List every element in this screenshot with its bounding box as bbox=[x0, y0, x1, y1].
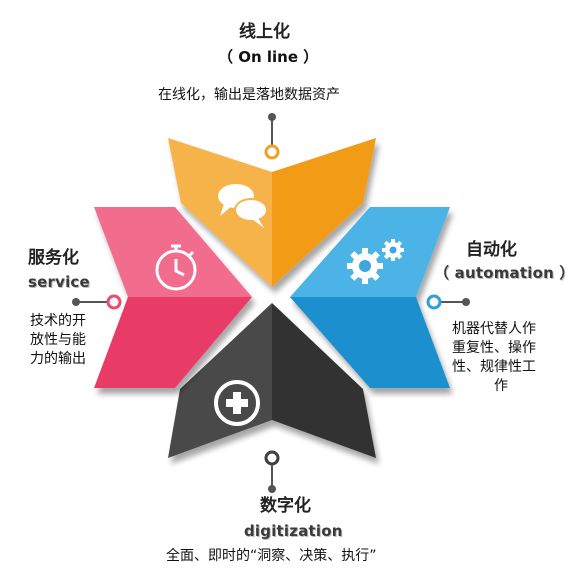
online-subtitle: （ On line ） bbox=[218, 48, 319, 66]
petal-online bbox=[168, 138, 376, 287]
connector-top bbox=[264, 113, 280, 160]
automation-title: 自动化 bbox=[466, 240, 517, 260]
petal-automation bbox=[290, 207, 450, 388]
gears-icon bbox=[347, 239, 404, 284]
digitization-title: 数字化 bbox=[260, 496, 311, 516]
service-description: 技术的开 放性与能 力的输出 bbox=[30, 312, 86, 369]
online-description: 在线化，输出是落地数据资产 bbox=[158, 87, 340, 103]
automation-description: 机器代替人作 重复性、操作 性、规律性工 作 bbox=[452, 320, 536, 396]
connector-left bbox=[72, 294, 122, 310]
digitization-description: 全面、即时的“洞察、决策、执行” bbox=[166, 548, 377, 564]
speech-bubbles-icon bbox=[218, 184, 268, 228]
plus-circle-icon bbox=[214, 380, 260, 426]
automation-desc-line: 机器代替人作 bbox=[452, 321, 536, 337]
petal-digitization bbox=[168, 303, 376, 458]
stopwatch-icon bbox=[155, 244, 197, 291]
digitization-subtitle: digitization bbox=[244, 522, 343, 540]
service-desc-line: 技术的开 bbox=[30, 313, 86, 329]
automation-desc-line: 作 bbox=[494, 378, 508, 394]
automation-desc-line: 重复性、操作 bbox=[452, 340, 536, 356]
automation-subtitle: （ automation ） bbox=[434, 264, 568, 282]
service-title: 服务化 bbox=[28, 248, 79, 268]
connector-right bbox=[426, 294, 470, 310]
connector-bottom bbox=[264, 450, 280, 493]
online-title: 线上化 bbox=[239, 22, 290, 42]
automation-desc-line: 性、规律性工 bbox=[452, 359, 536, 375]
service-desc-line: 放性与能 bbox=[30, 332, 86, 348]
service-subtitle: service bbox=[28, 273, 90, 291]
service-desc-line: 力的输出 bbox=[30, 351, 86, 367]
